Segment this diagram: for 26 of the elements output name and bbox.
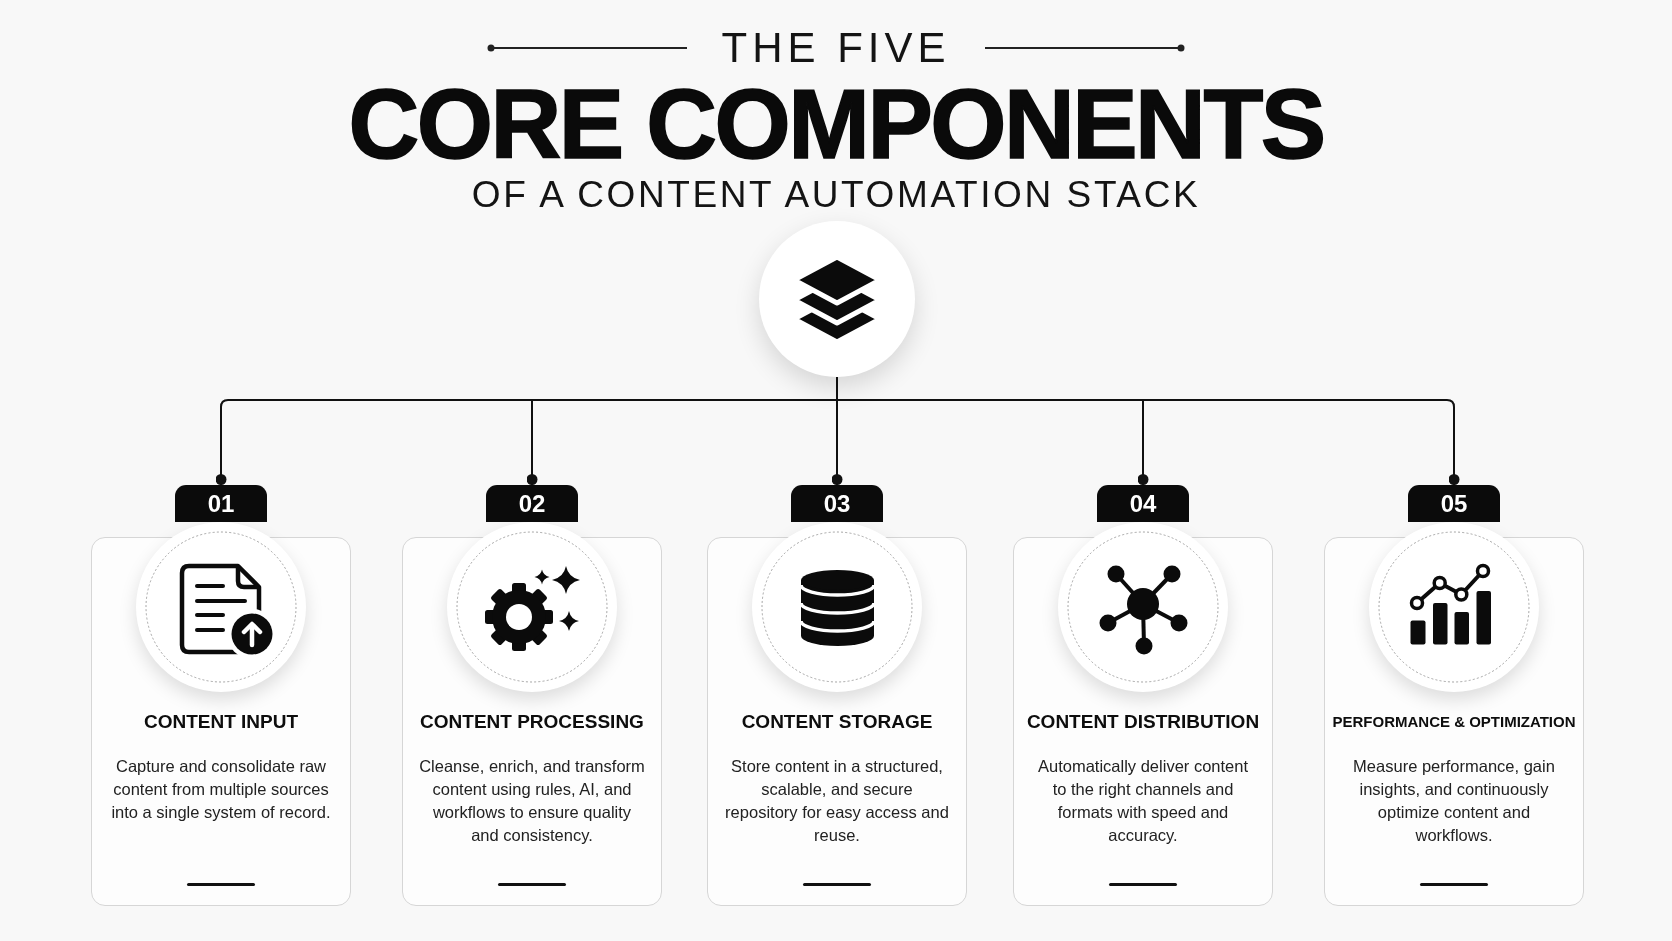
step-title: PERFORMANCE & OPTIMIZATION	[1332, 712, 1576, 732]
step-number-tab: 03	[791, 485, 883, 522]
step-number-tab: 04	[1097, 485, 1189, 522]
title-kicker: THE FIVE	[721, 27, 951, 69]
step-number-tab: 02	[486, 485, 578, 522]
headline: CORE COMPONENTS	[348, 75, 1324, 173]
step-title: CONTENT DISTRIBUTION	[1026, 710, 1260, 734]
connector-line	[831, 399, 843, 486]
step-description: Cleanse, enrich, and transform content using rules, AI, and workflows to ensure quality and consistency.	[419, 756, 645, 846]
subheading: OF A CONTENT AUTOMATION STACK	[471, 176, 1201, 213]
step-description: Store content in a structured, scalable, and secure repository for easy access and reuse.	[724, 756, 950, 846]
step-description: Capture and consolidate raw content from multiple sources into a single system of record.	[110, 756, 332, 823]
step-number-tab: 01	[175, 485, 267, 522]
connector-line	[836, 376, 838, 401]
step-description: Automatically deliver content to the right channels and formats with speed and accuracy.	[1037, 756, 1249, 846]
connector-line	[526, 399, 538, 486]
connector-line	[215, 399, 533, 486]
step-description: Measure performance, gain insights, and continuously optimize content and workflows.	[1352, 756, 1556, 846]
connector-line	[1137, 399, 1149, 486]
connector-line	[531, 399, 838, 401]
step-number-tab: 05	[1408, 485, 1500, 522]
step-title: CONTENT PROCESSING	[420, 710, 644, 734]
step-title: CONTENT STORAGE	[741, 710, 933, 734]
connector-line	[1142, 399, 1460, 486]
connector-line	[836, 399, 1144, 401]
step-title: CONTENT INPUT	[143, 710, 299, 734]
